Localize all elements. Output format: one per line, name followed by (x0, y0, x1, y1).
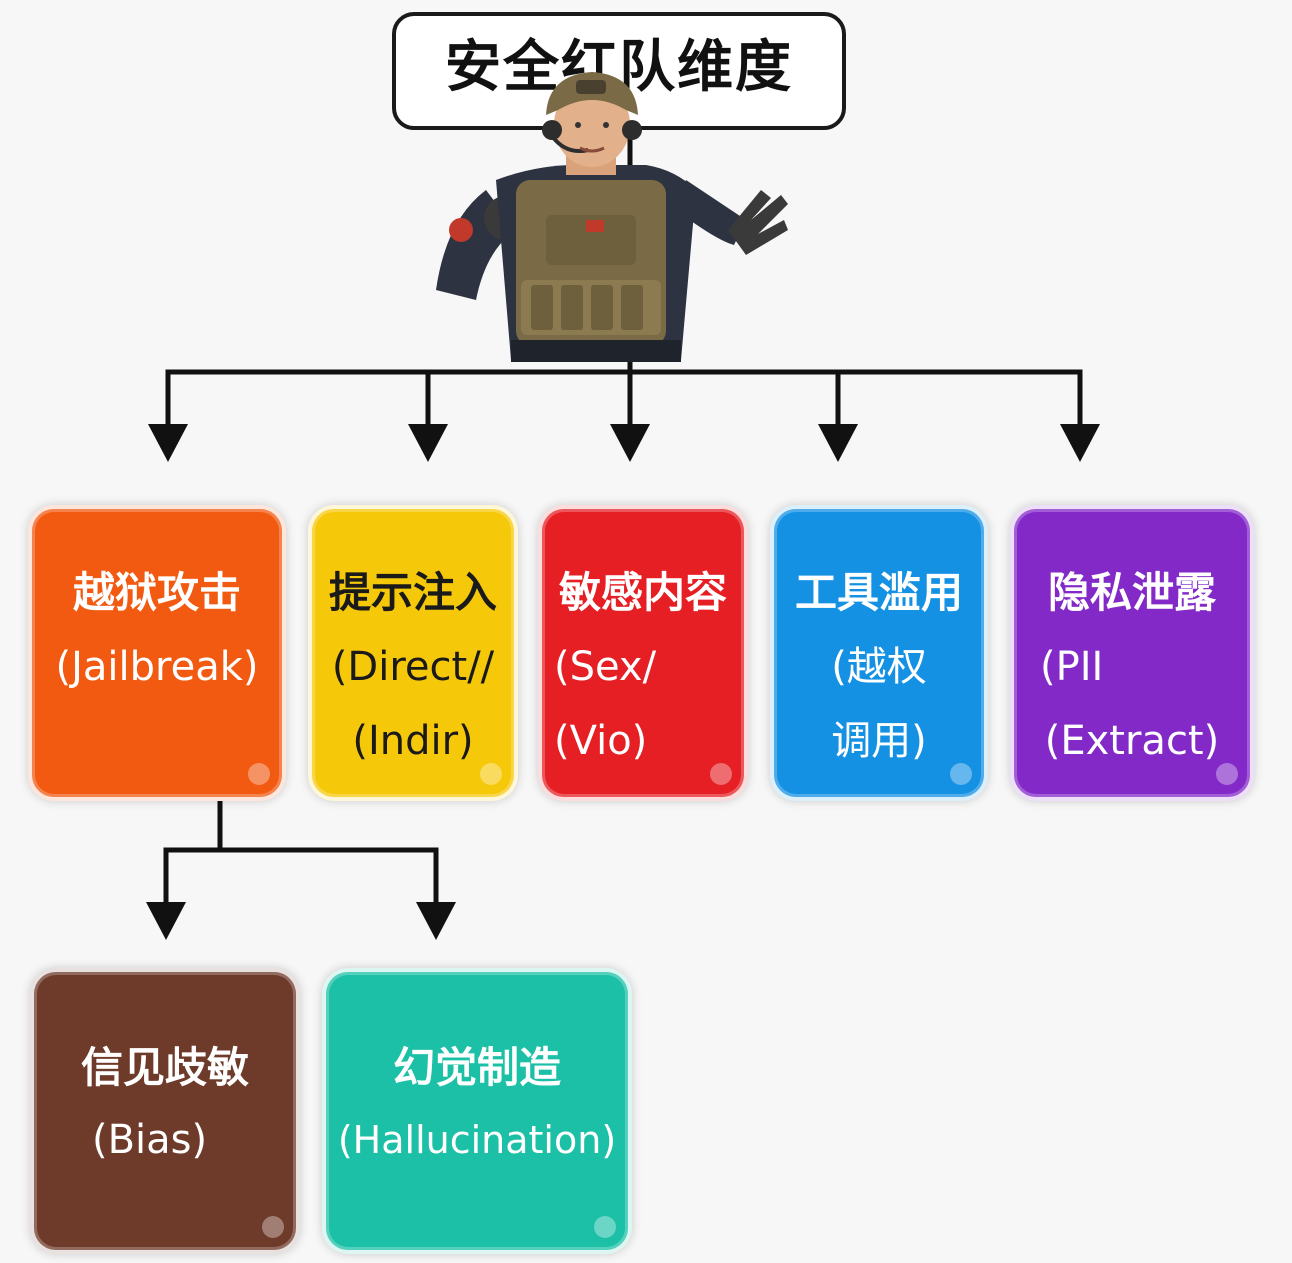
arrowhead (416, 902, 456, 940)
corner-decoration-icon (248, 763, 270, 785)
node-subtext: (Extract) (1044, 718, 1220, 764)
corner-decoration-icon (594, 1216, 616, 1238)
corner-decoration-icon (950, 763, 972, 785)
node-label: 提示注入 (328, 568, 497, 617)
node-hallucination: 幻觉制造 (Hallucination) (322, 968, 632, 1254)
arrowhead (146, 902, 186, 940)
corner-decoration-icon (710, 763, 732, 785)
node-subtext: (Vio) (554, 718, 648, 764)
arrowhead (148, 424, 188, 462)
node-subtext: (Sex/ (554, 644, 657, 690)
soldier-illustration-icon (436, 72, 788, 362)
node-bias: 信见歧敏 (Bias) (30, 968, 300, 1254)
node-label: 信见歧敏 (80, 1043, 249, 1092)
arrowhead (818, 424, 858, 462)
node-label: 敏感内容 (558, 568, 727, 617)
corner-decoration-icon (262, 1216, 284, 1238)
node-subtext: (Indir) (352, 718, 474, 764)
node-subtext: (越权 (831, 644, 927, 690)
node-label: 越狱攻击 (72, 568, 241, 617)
node-subtext: (Bias) (92, 1117, 208, 1163)
node-label: 隐私泄露 (1047, 568, 1216, 617)
corner-decoration-icon (1216, 763, 1238, 785)
node-subtext: (Direct// (331, 644, 495, 690)
node-sensitive-content: 敏感内容 (Sex/ (Vio) (538, 505, 748, 801)
node-privacy-leak: 隐私泄露 (PII (Extract) (1010, 505, 1254, 801)
arrowhead (1060, 424, 1100, 462)
node-subtext: (Jailbreak) (55, 644, 259, 690)
node-subtext: (PII (1040, 644, 1104, 690)
node-label: 幻觉制造 (392, 1043, 561, 1092)
arrowhead (610, 424, 650, 462)
node-label: 工具滥用 (794, 568, 963, 617)
arrowhead (408, 424, 448, 462)
node-jailbreak: 越狱攻击 (Jailbreak) (28, 505, 286, 801)
node-prompt-injection: 提示注入 (Direct// (Indir) (308, 505, 518, 801)
corner-decoration-icon (480, 763, 502, 785)
node-tool-abuse: 工具滥用 (越权 调用) (770, 505, 988, 801)
node-subtext: (Hallucination) (337, 1118, 617, 1162)
node-subtext: 调用) (831, 718, 927, 764)
